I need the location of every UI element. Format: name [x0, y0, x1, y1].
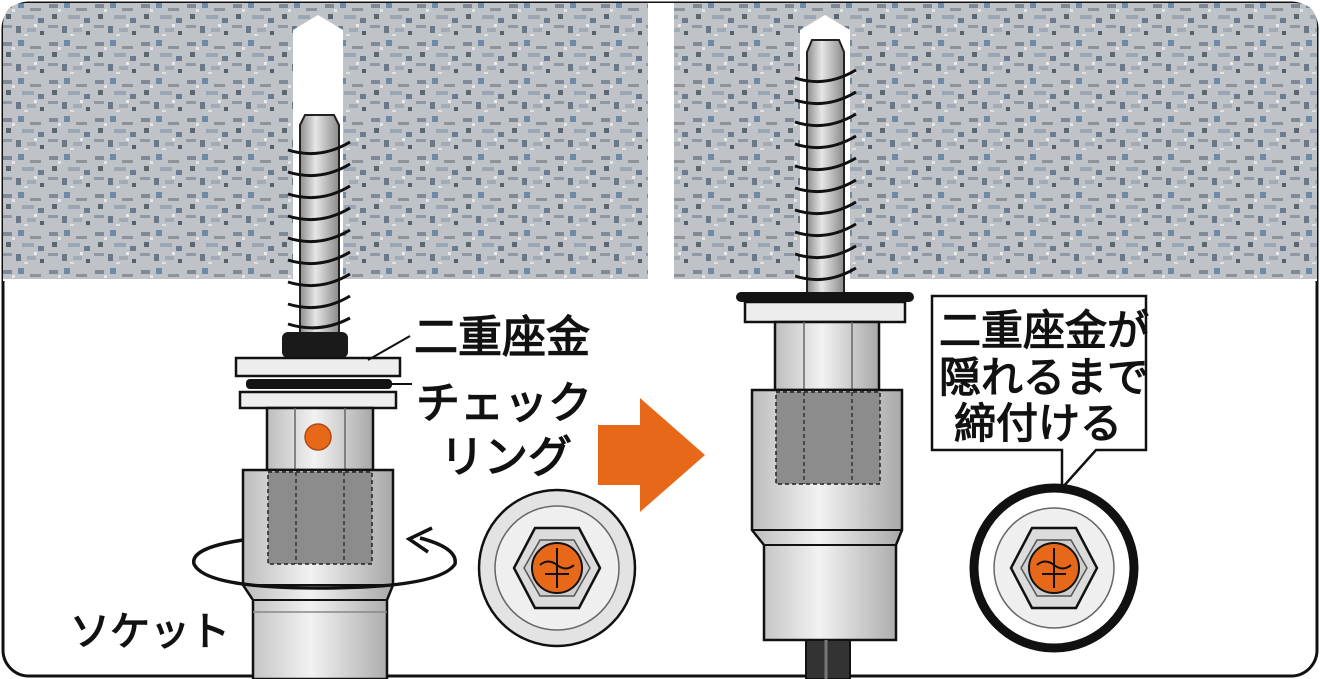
drive-shaft [805, 639, 851, 679]
label-check-ring-line2: リング [440, 432, 572, 483]
indicator-dot [304, 423, 332, 451]
callout-box [930, 294, 1148, 492]
bottom-view-left [477, 488, 637, 648]
concrete-block-right [674, 3, 1317, 280]
right-assembly [736, 15, 914, 679]
nut-body-right [773, 320, 881, 392]
double-washer-left [234, 356, 402, 378]
rotation-arrow-icon [192, 526, 457, 590]
rubber-seal-left [282, 332, 348, 358]
lower-washer-left [238, 390, 398, 410]
callout-line3: 締付ける [954, 399, 1122, 448]
check-ring-right [736, 292, 914, 302]
bottom-view-right [969, 483, 1139, 653]
washer-right [743, 300, 907, 324]
anchor-screw-left [299, 114, 340, 336]
label-socket: ソケット [70, 609, 230, 655]
right-arrow-icon [598, 398, 705, 512]
left-assembly [192, 15, 457, 679]
callout-line2: 隠れるまで [939, 353, 1149, 402]
label-double-washer: 二重座金 [414, 312, 591, 363]
label-check-ring-line1: チェック [416, 378, 592, 429]
callout-line1: 二重座金が [939, 306, 1149, 355]
check-ring-left [246, 379, 392, 389]
